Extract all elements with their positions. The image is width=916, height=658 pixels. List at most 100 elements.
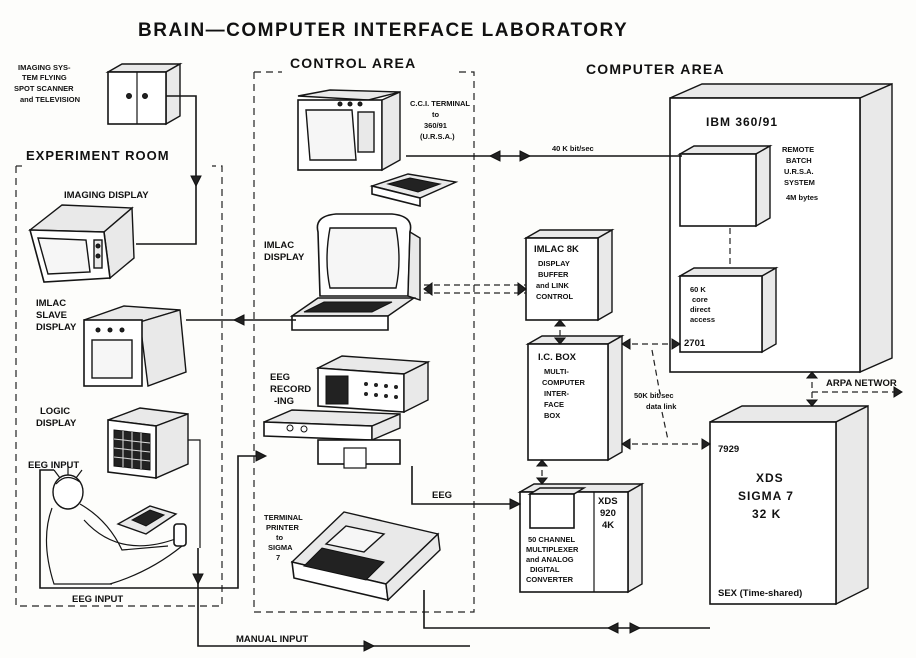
imaging-system-labels: IMAGING SYS- TEM FLYING SPOT SCANNER and… (14, 63, 80, 104)
cci-line-1: C.C.I. TERMINAL (410, 99, 470, 108)
imlac-8k-line-3: BUFFER (538, 270, 569, 279)
diagram-title: BRAIN—COMPUTER INTERFACE LABORATORY (138, 20, 628, 41)
icbox-sigma7-arrow-left (621, 438, 631, 450)
imlac-8k-labels: IMLAC 8K DISPLAY BUFFER and LINK CONTROL (534, 244, 579, 301)
logic-display-line-1: LOGIC (40, 406, 70, 417)
ic-box-line-4: INTER- (544, 389, 570, 398)
imaging-system-cabinet (105, 62, 183, 126)
xds-920-line-3: 4K (602, 520, 614, 531)
sigma7-line-4: 32 K (752, 507, 781, 521)
arpa-label: ARPA NETWOR (826, 378, 897, 389)
imlac-8k-box (523, 228, 615, 322)
eeg-rec-line-2: RECORD (270, 384, 311, 395)
imlac-display-line-1: IMLAC (264, 240, 294, 251)
control-area-label: CONTROL AREA (290, 55, 416, 71)
link-50k-pointer-1 (651, 349, 661, 395)
imlac-slave-line-3: DISPLAY (36, 322, 77, 333)
ic-box-line-5: FACE (544, 400, 564, 409)
experiment-room-boundary (15, 165, 223, 607)
eeg-to-mux-arrow (509, 498, 522, 510)
imlac-slave-line-1: IMLAC (36, 298, 66, 309)
core-line-2: core (692, 295, 708, 304)
sigma7-line-3: SIGMA 7 (738, 489, 794, 503)
imlac8k-icbox-arrow-up (553, 319, 567, 327)
xds-920-cabinet (517, 482, 645, 594)
imaging-link-arrow (190, 175, 202, 188)
imlac-slave-line-2: SLAVE (36, 310, 67, 321)
manual-input-arrow-down (192, 573, 204, 586)
cci-terminal-device (297, 89, 459, 208)
remote-batch-line-3: U.R.S.A. (784, 167, 814, 176)
imlac-8k-line-5: CONTROL (536, 292, 573, 301)
printer-line-3: to (276, 533, 283, 542)
printer-line-1: TERMINAL (264, 513, 303, 522)
imaging-system-line-4: and TELEVISION (20, 95, 80, 104)
mux-line-3: and ANALOG (526, 555, 574, 564)
sigma-7-labels: 7929 XDS SIGMA 7 32 K SEX (Time-shared) (718, 444, 802, 599)
core-line-1: 60 K (690, 285, 706, 294)
link-50k-line-2: data link (646, 402, 677, 411)
imlac-display-labels: IMLAC DISPLAY (264, 240, 305, 263)
logic-display-monitor (107, 407, 189, 480)
experiment-room-label: EXPERIMENT ROOM (26, 148, 170, 163)
imlac8k-icbox-arrow-down (553, 337, 567, 345)
manual-input-arrow-right (363, 640, 376, 652)
cci-line-3: 360/91 (424, 121, 447, 130)
remote-batch-line-1: REMOTE (782, 145, 814, 154)
imaging-system-line-3: SPOT SCANNER (14, 84, 74, 93)
ibm-sigma7-arrow-up (805, 371, 819, 379)
imlac-8k-line-4: and LINK (536, 281, 569, 290)
eeg-input-line (39, 455, 264, 589)
icbox-sigma7-arrow-right (701, 438, 711, 450)
eeg-to-mux-link (411, 466, 520, 505)
link-40k-arrow-left (488, 150, 501, 162)
ibm-title: IBM 360/91 (706, 115, 778, 129)
link-50k-pointer-2 (661, 411, 669, 441)
terminal-printer-labels: TERMINAL PRINTER to SIGMA 7 (264, 513, 303, 562)
ic-box-line-1: I.C. BOX (538, 352, 577, 363)
multiplexer-labels: 50 CHANNEL MULTIPLEXER and ANALOG DIGITA… (526, 535, 579, 584)
printer-line-5: 7 (276, 553, 280, 562)
sigma7-line-1: 7929 (718, 444, 739, 455)
imaging-display-label: IMAGING DISPLAY (64, 190, 149, 201)
remote-batch-box (677, 144, 773, 228)
core-line-3: direct (690, 305, 711, 314)
ic-box-line-2: MULTI- (544, 367, 569, 376)
printer-line-4: SIGMA (268, 543, 293, 552)
imlac-slave-monitor (83, 305, 187, 387)
link-40k-label: 40 K bit/sec (552, 144, 594, 153)
icbox-2701-arrow-left (621, 338, 631, 350)
printer-sigma7-link (423, 590, 710, 629)
cci-line-2: to (432, 110, 439, 119)
icbox-xds920-arrow-down (535, 477, 549, 485)
imaging-system-line-1: IMAGING SYS- (18, 63, 71, 72)
sex-label: SEX (Time-shared) (718, 588, 802, 599)
imlac-display-console (289, 213, 421, 331)
mux-line-5: CONVERTER (526, 575, 574, 584)
terminal-printer-device (290, 511, 441, 602)
core-access-labels: 60 K core direct access 2701 (684, 285, 715, 349)
eeg-subject-figure (45, 466, 187, 585)
icbox-2701-arrow-right (671, 338, 681, 350)
imlac-slave-display-labels: IMLAC SLAVE DISPLAY (36, 298, 77, 333)
eeg-rec-line-1: EEG (270, 372, 290, 383)
imlac-8k-line-1: IMLAC 8K (534, 244, 579, 255)
logic-display-labels: LOGIC DISPLAY (36, 406, 77, 429)
link-50k-labels: 50K bit/sec data link (634, 391, 677, 411)
cci-terminal-labels: C.C.I. TERMINAL to 360/91 (U.R.S.A.) (410, 99, 470, 141)
cci-line-4: (U.R.S.A.) (420, 132, 455, 141)
eeg-input-top-label: EEG INPUT (28, 460, 79, 471)
link-40k-arrow-right (519, 150, 532, 162)
ibm-sigma7-arrow-down (805, 399, 819, 407)
eeg-link-label: EEG (432, 490, 452, 501)
eeg-recorder-device (263, 355, 431, 469)
eeg-input-bottom-label: EEG INPUT (72, 594, 123, 605)
eeg-rec-line-3: -ING (274, 396, 294, 407)
imlac-slave-arrow (232, 314, 245, 326)
xds-920-line-2: 920 (600, 508, 616, 519)
imaging-system-link (136, 95, 197, 245)
control-area-boundary (253, 71, 475, 613)
icbox-xds920-arrow-up (535, 459, 549, 467)
